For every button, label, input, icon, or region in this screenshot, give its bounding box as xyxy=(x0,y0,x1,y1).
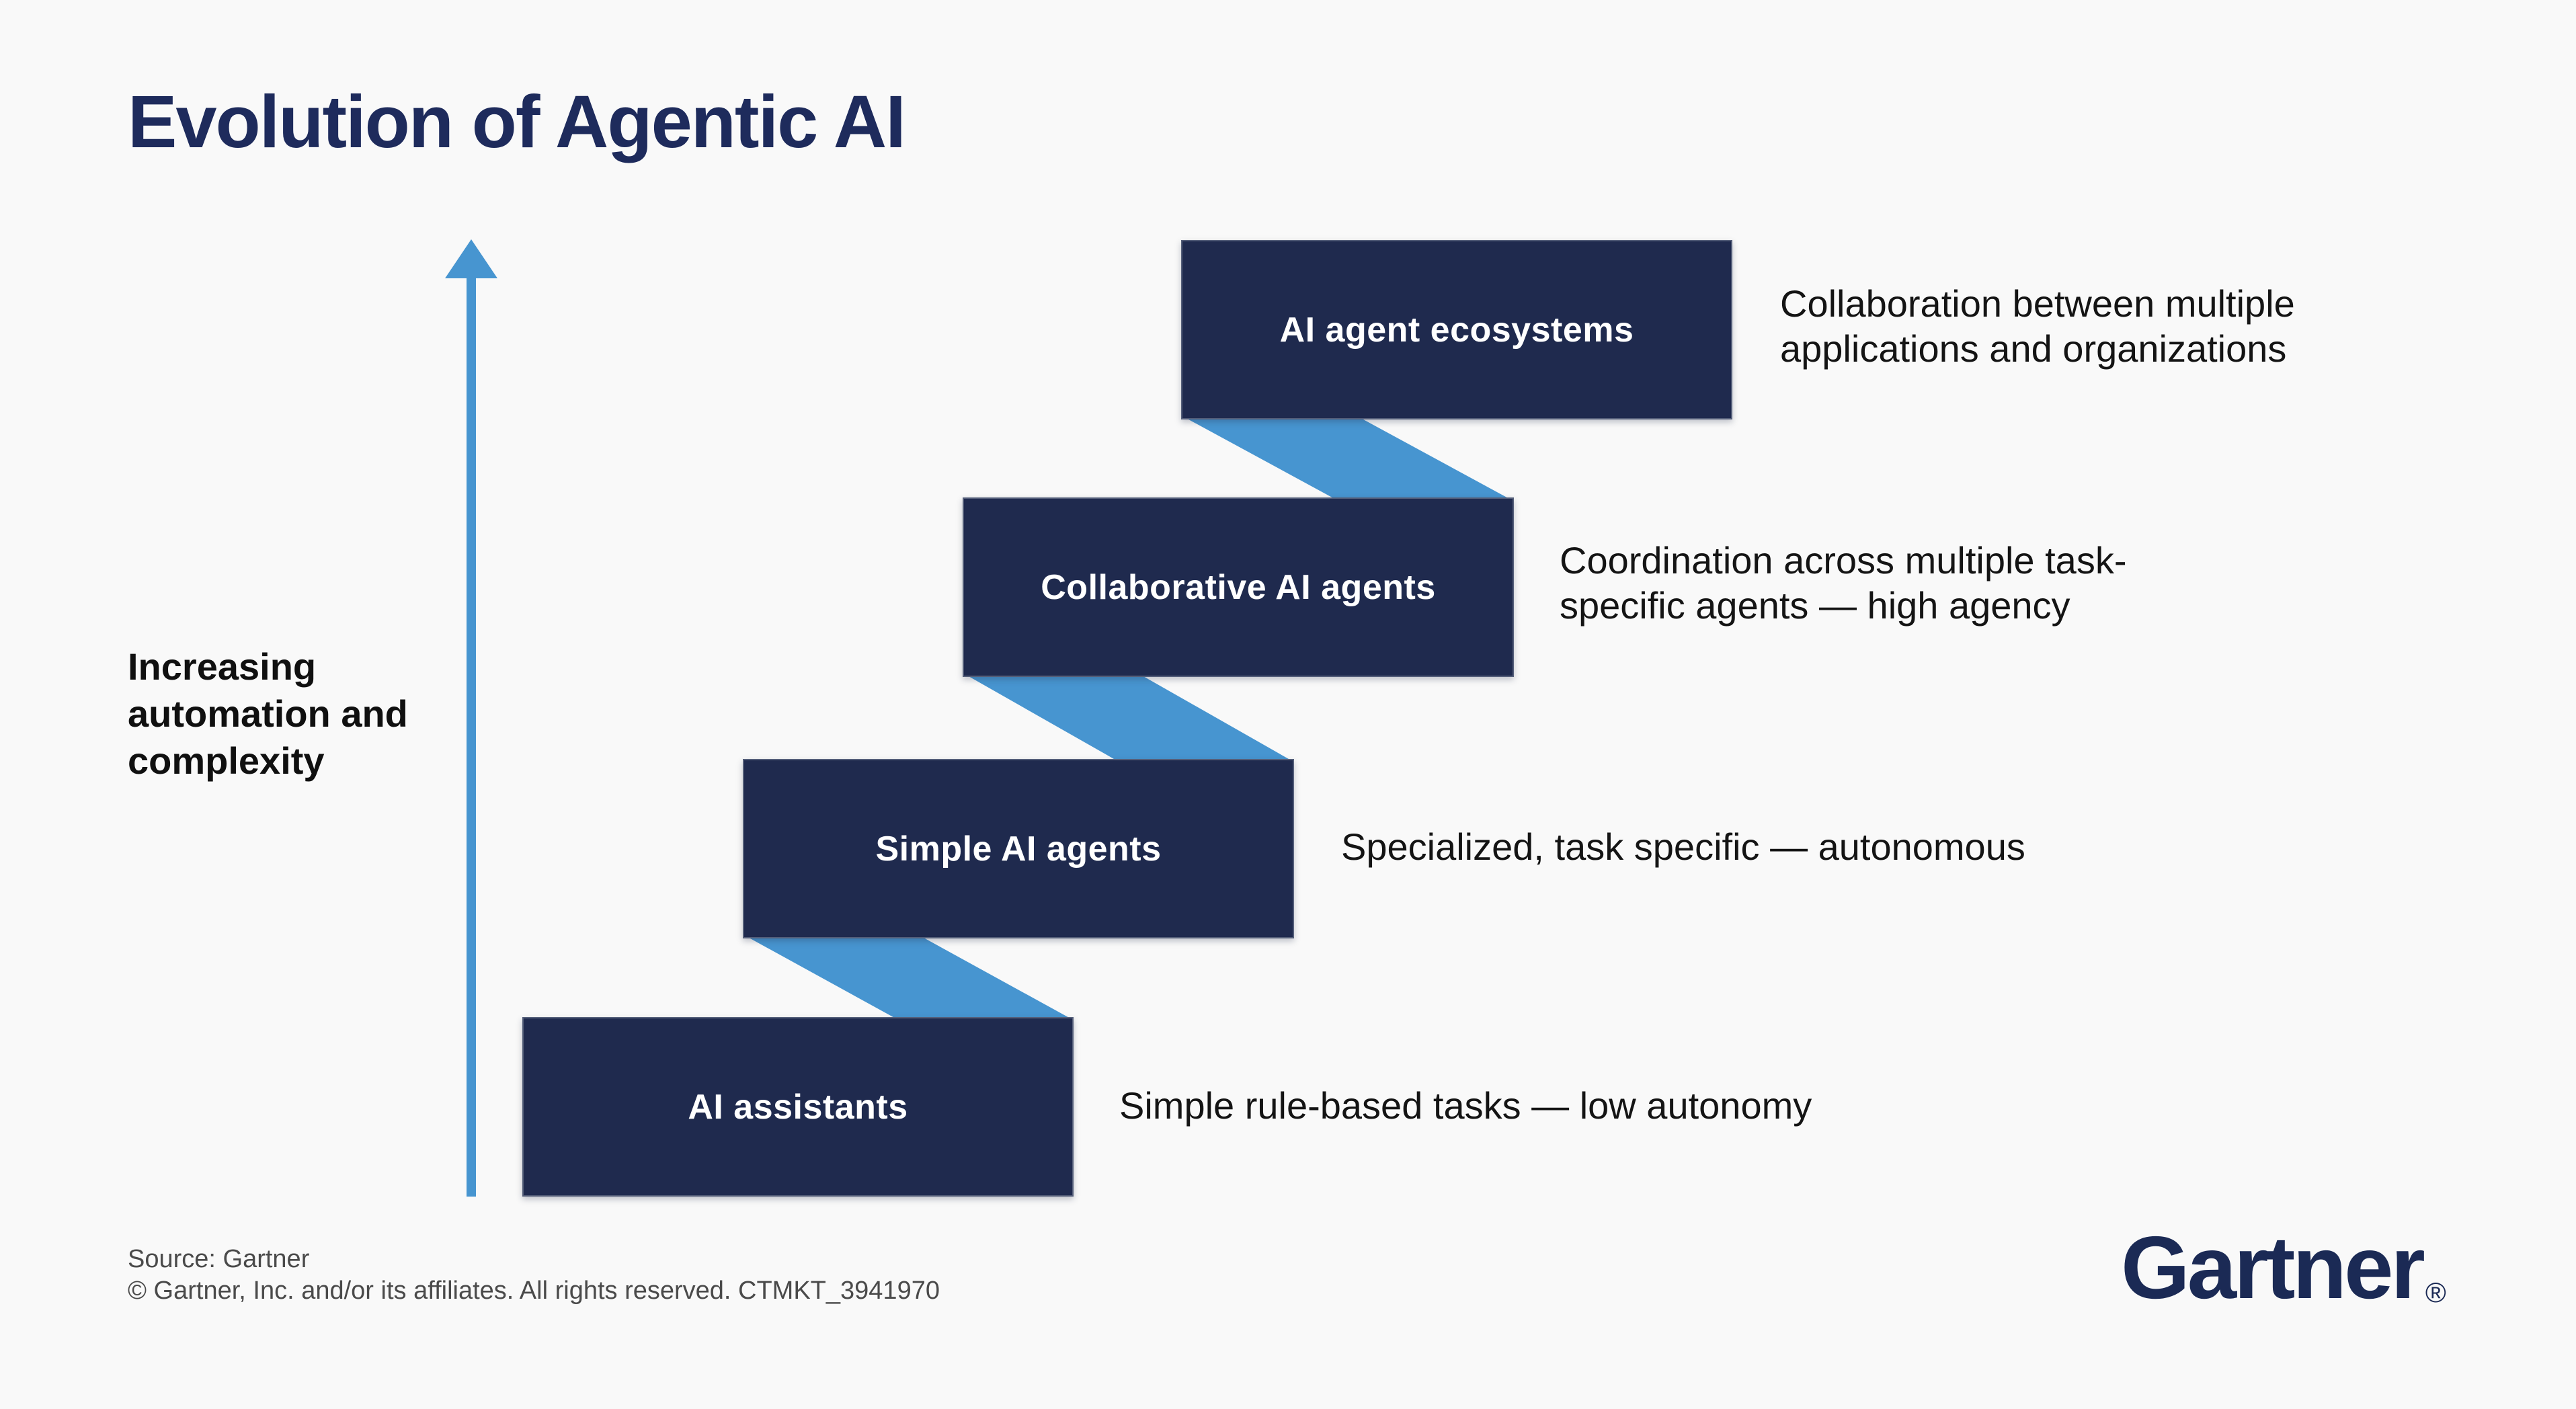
description-line: Coordination across multiple task- xyxy=(1560,539,2127,581)
step-description-ai-agent-ecosystems: Collaboration between multiple applicati… xyxy=(1780,281,2295,371)
arrow-shaft xyxy=(467,269,476,1197)
gartner-logo: Gartner® xyxy=(2121,1217,2446,1318)
axis-label-line: complexity xyxy=(128,739,325,782)
description-line: Specialized, task specific — autonomous xyxy=(1341,826,2025,868)
copyright-line: © Gartner, Inc. and/or its affiliates. A… xyxy=(128,1277,940,1305)
step-box-ai-agent-ecosystems: AI agent ecosystems xyxy=(1181,240,1732,419)
arrow-head xyxy=(445,239,497,278)
step-box-ai-assistants: AI assistants xyxy=(522,1017,1074,1197)
description-line: Simple rule-based tasks — low autonomy xyxy=(1119,1084,1812,1127)
step-description-collaborative-ai-agents: Coordination across multiple task- speci… xyxy=(1560,538,2126,628)
source-note: Source: Gartner © Gartner, Inc. and/or i… xyxy=(128,1244,940,1307)
step-label: AI assistants xyxy=(688,1087,908,1127)
step-description-simple-ai-agents: Specialized, task specific — autonomous xyxy=(1341,824,2025,869)
step-box-simple-ai-agents: Simple AI agents xyxy=(743,759,1294,938)
description-line: specific agents — high agency xyxy=(1560,584,2070,627)
gartner-wordmark: Gartner xyxy=(2121,1218,2425,1317)
source-line: Source: Gartner xyxy=(128,1245,310,1273)
step-description-ai-assistants: Simple rule-based tasks — low autonomy xyxy=(1119,1083,1812,1128)
step-connector xyxy=(963,673,1293,762)
step-label: Collaborative AI agents xyxy=(1041,567,1436,607)
registered-trademark-icon: ® xyxy=(2425,1277,2446,1308)
step-box-collaborative-ai-agents: Collaborative AI agents xyxy=(963,497,1514,677)
axis-label: Increasing automation and complexity xyxy=(128,643,408,784)
page-title: Evolution of Agentic AI xyxy=(128,81,906,163)
description-line: Collaboration between multiple xyxy=(1780,282,2295,325)
axis-label-line: automation and xyxy=(128,692,408,735)
step-label: Simple AI agents xyxy=(875,829,1162,869)
description-line: applications and organizations xyxy=(1780,327,2287,370)
step-connector xyxy=(743,934,1073,1020)
axis-label-line: Increasing xyxy=(128,645,317,688)
up-arrow-icon xyxy=(445,239,497,1197)
step-connector xyxy=(1181,415,1512,500)
step-label: AI agent ecosystems xyxy=(1279,310,1634,350)
